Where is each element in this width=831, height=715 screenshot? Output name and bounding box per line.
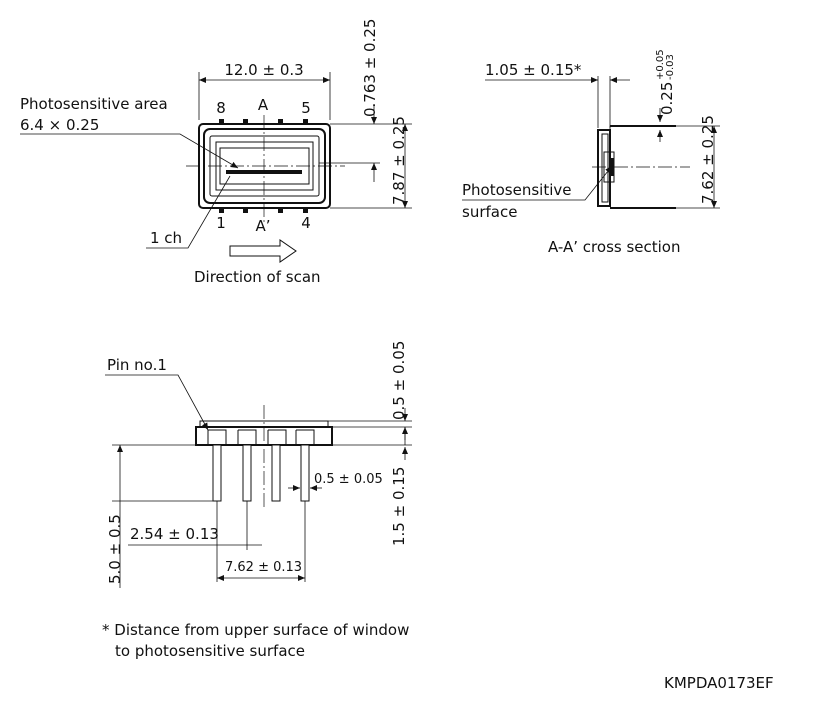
- section-caption: A-A’ cross section: [548, 238, 681, 256]
- svg-text:0.25: 0.25: [658, 82, 676, 115]
- channel-leader: [146, 175, 231, 249]
- pin-no1-label: Pin no.1: [107, 356, 167, 374]
- pitch-762-text: 7.62 ± 0.13: [225, 560, 302, 575]
- pin-pocket-3: [267, 429, 287, 445]
- side-pin-2: [242, 444, 252, 502]
- pin-stub-4: [303, 208, 308, 213]
- lead-len-text: 5.0 ± 0.5: [106, 514, 124, 584]
- cross-section-view: 1.05 ± 0.15* 0.25 +0.05 -0.03 7.62 ± 0.2…: [462, 49, 720, 256]
- channel-label: 1 ch: [150, 229, 182, 247]
- section-a-prime-label: A’: [255, 217, 270, 235]
- body-thk-text: 1.5 ± 0.15: [390, 467, 408, 546]
- lead-thk-dim-text: 0.25 +0.05 -0.03: [655, 49, 676, 115]
- pin-stub-2: [243, 208, 248, 213]
- section-window: [601, 133, 609, 203]
- area-leader: [20, 133, 239, 169]
- side-pin-4: [300, 444, 310, 502]
- svg-text:+0.05: +0.05: [655, 49, 666, 80]
- scan-direction-label: Direction of scan: [194, 268, 321, 286]
- pin-pocket-2: [237, 429, 257, 445]
- depth-dim-text: 1.05 ± 0.15*: [485, 61, 582, 79]
- pin-stub-5: [303, 119, 308, 124]
- side-view: Pin no.1 0.5 ± 0.05 1.5 ± 0.15 0.5 ± 0.0…: [105, 341, 412, 588]
- pin-pocket-1: [207, 429, 227, 445]
- area-label-line-1: Photosensitive area: [20, 95, 168, 113]
- pin-no1-leader: [105, 374, 209, 431]
- pin-stub-8: [219, 119, 224, 124]
- area-label-line-2: 6.4 × 0.25: [20, 116, 99, 134]
- side-pin-3: [271, 444, 281, 502]
- window-thk-text: 0.5 ± 0.05: [390, 341, 408, 420]
- pin-stub-3: [278, 208, 283, 213]
- section-photosensitive: [610, 158, 614, 176]
- footnote-line-1: * Distance from upper surface of window: [102, 621, 409, 639]
- pin-1-label: 1: [216, 214, 226, 232]
- drawing-code: KMPDA0173EF: [664, 674, 774, 692]
- pin-4-label: 4: [301, 214, 311, 232]
- side-pin-1: [212, 444, 222, 502]
- height-dim-text: 7.87 ± 0.25: [390, 116, 408, 205]
- pitch-254-text: 2.54 ± 0.13: [130, 525, 219, 543]
- pitch-dim-text: 7.62 ± 0.25: [699, 115, 717, 204]
- surface-label-line-1: Photosensitive: [462, 181, 571, 199]
- surface-leader: [462, 165, 613, 201]
- pin-stub-7: [243, 119, 248, 124]
- pin-stub-1: [219, 208, 224, 213]
- pin-stub-6: [278, 119, 283, 124]
- footnote-line-2: to photosensitive surface: [115, 642, 305, 660]
- top-view: 12.0 ± 0.3 8 A 5 1 A’ 4 Photosensitive a…: [20, 19, 412, 286]
- pin-5-label: 5: [301, 99, 311, 117]
- pin-8-label: 8: [216, 99, 226, 117]
- pin-pocket-4: [295, 429, 315, 445]
- svg-text:-0.03: -0.03: [665, 54, 676, 80]
- scan-direction-arrow: [229, 239, 297, 263]
- window-dim-text: 0.763 ± 0.25: [361, 19, 379, 117]
- section-a-label: A: [258, 96, 269, 114]
- surface-label-line-2: surface: [462, 203, 517, 221]
- width-dim-text: 12.0 ± 0.3: [224, 61, 303, 79]
- pin-width-text: 0.5 ± 0.05: [314, 472, 383, 487]
